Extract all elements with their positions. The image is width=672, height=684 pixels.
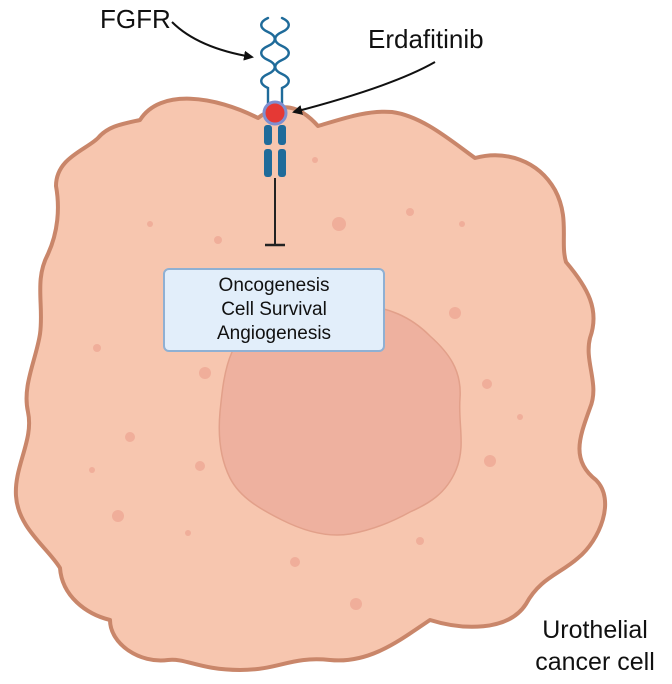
vesicle [484, 455, 496, 467]
vesicle [290, 557, 300, 567]
vesicle [482, 379, 492, 389]
vesicle [449, 307, 461, 319]
vesicle [214, 236, 222, 244]
effect-cell-survival: Cell Survival [221, 299, 327, 320]
vesicle [199, 367, 211, 379]
fgfr-label: FGFR [100, 4, 171, 34]
vesicles [89, 157, 523, 610]
fgfr-pointer-arrow [171, 21, 254, 61]
fgfr-kinase-domain-right-lower [278, 149, 286, 177]
fgfr-receptor [260, 16, 290, 247]
vesicle [89, 467, 95, 473]
fgfr-extracellular-strand-right [274, 16, 290, 106]
fgfr-extracellular-strand-left [260, 16, 276, 106]
erdafitinib-pointer-arrow [292, 61, 436, 115]
vesicle [185, 530, 191, 536]
downstream-effects-box: Oncogenesis Cell Survival Angiogenesis [163, 268, 385, 352]
vesicle [350, 598, 362, 610]
erdafitinib-label: Erdafitinib [368, 24, 484, 54]
vesicle [312, 157, 318, 163]
fgfr-kinase-domain-right-upper [278, 125, 286, 145]
vesicle [112, 510, 124, 522]
cell-type-label-line2: cancer cell [535, 648, 655, 676]
effect-angiogenesis: Angiogenesis [216, 323, 332, 344]
nucleus [218, 302, 462, 536]
cell-type-label: Urothelial cancer cell [520, 614, 670, 678]
vesicle [332, 217, 346, 231]
vesicle [195, 461, 205, 471]
vesicle [517, 414, 523, 420]
effect-oncogenesis: Oncogenesis [218, 275, 330, 296]
vesicle [125, 432, 135, 442]
fgfr-kinase-domain-left-upper [264, 125, 272, 145]
vesicle [459, 221, 465, 227]
cell-type-label-line1: Urothelial [542, 616, 648, 644]
vesicle [406, 208, 414, 216]
vesicle [93, 344, 101, 352]
vesicle [416, 537, 424, 545]
erdafitinib-molecule [262, 100, 288, 126]
fgfr-kinase-domain-left-lower [264, 149, 272, 177]
vesicle [147, 221, 153, 227]
